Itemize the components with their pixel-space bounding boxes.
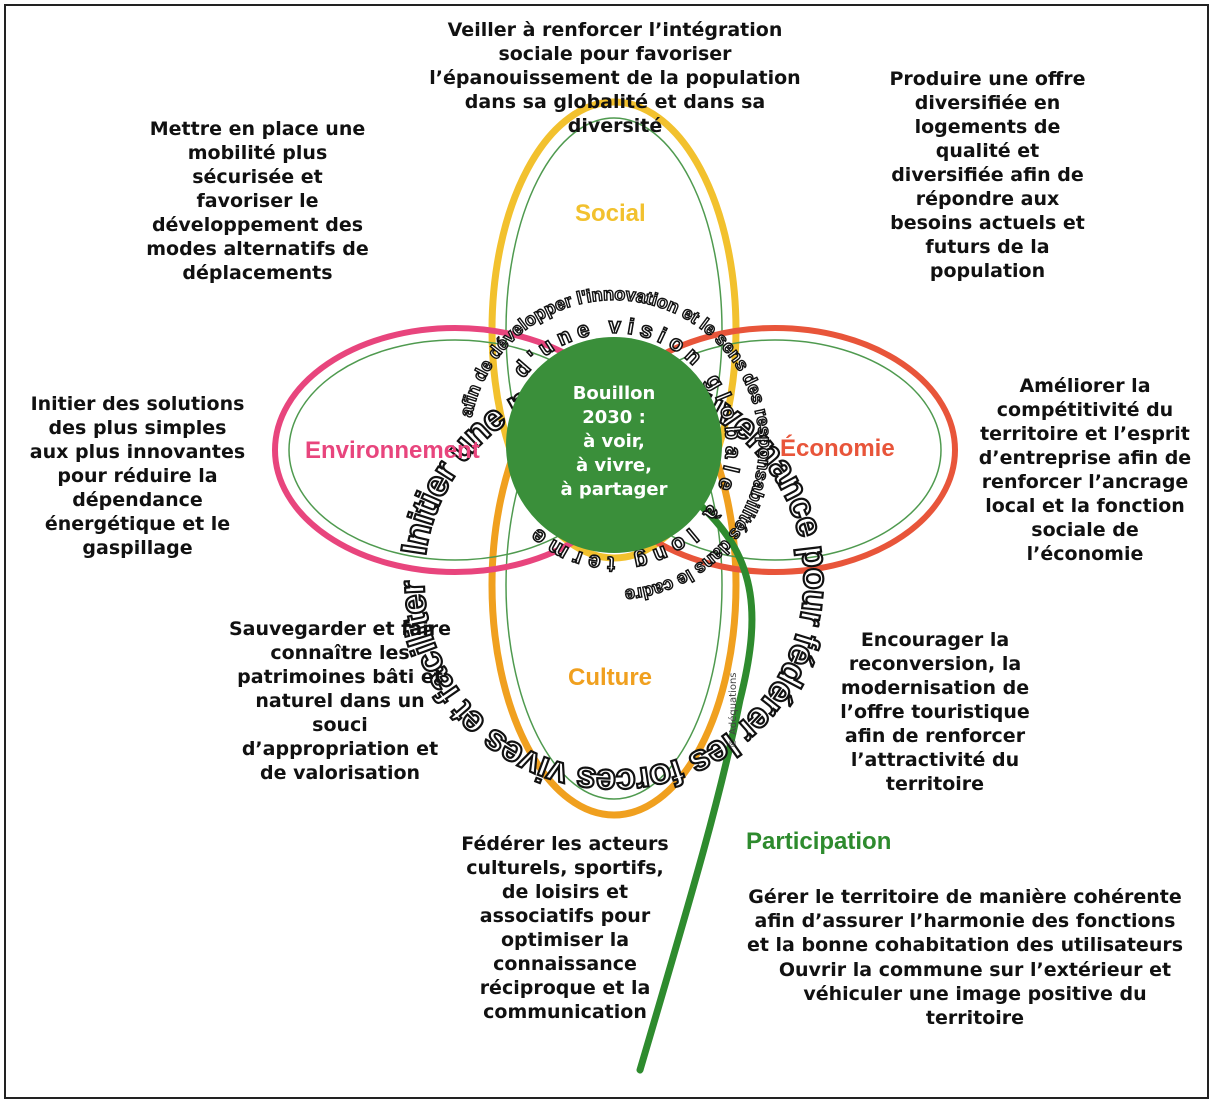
center-title: Bouillon 2030 : à voir, à vivre, à parta… — [560, 383, 668, 500]
petal-label-economie: Économie — [780, 435, 895, 462]
petal-label-environnement: Environnement — [305, 437, 480, 464]
text-block-competitivite: Améliorer la compétitivité du territoire… — [978, 375, 1192, 565]
participation-stem — [636, 501, 756, 1074]
text-block-patrimoine: Sauvegarder et faire connaître les patri… — [228, 618, 451, 784]
petal-label-participation: Participation — [746, 828, 892, 855]
text-block-gerer: Gérer le territoire de manière cohérente… — [746, 886, 1184, 956]
petal-label-culture: Culture — [568, 664, 652, 691]
text-block-ouvrir: Ouvrir la commune sur l’extérieur et véh… — [778, 959, 1172, 1029]
text-block-acteurs: Fédérer les acteurs culturels, sportifs,… — [461, 833, 669, 1023]
text-block-tourisme: Encourager la reconversion, la modernisa… — [840, 629, 1030, 795]
text-block-energie: Initier des solutions des plus simples a… — [29, 393, 246, 559]
text-block-logements: Produire une offre diversifiée en logeme… — [889, 68, 1086, 282]
text-block-mobilite: Mettre en place une mobilité plus sécuri… — [146, 118, 369, 284]
center-circle — [506, 337, 722, 553]
petal-label-social: Social — [575, 200, 646, 227]
copyright-text: © Adéquations — [728, 672, 739, 748]
text-block-social-top: Veiller à renforcer l’intégration social… — [429, 19, 801, 137]
